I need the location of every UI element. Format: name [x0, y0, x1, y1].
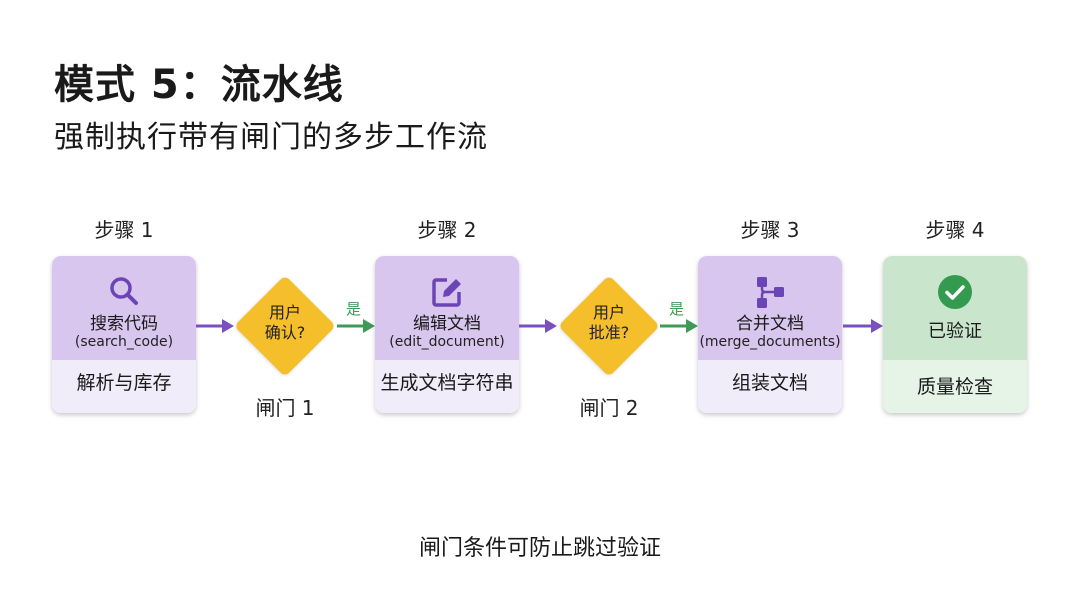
step-3-description: 组装文档 — [698, 360, 842, 413]
page-title: 模式 5：流水线 — [54, 62, 344, 108]
gate-1-line1: 用户 — [268, 303, 301, 322]
gate-2-line2: 批准? — [588, 323, 630, 342]
step-3-card: 合并文档 (merge_documents) 组装文档 — [698, 256, 842, 413]
step-3-code: (merge_documents) — [699, 334, 841, 350]
arrow-step1-to-gate1 — [196, 319, 234, 333]
step-4-description: 质量检查 — [883, 360, 1027, 413]
gate-2-yes-label: 是 — [669, 300, 685, 318]
gate-1-yes-label: 是 — [346, 300, 362, 318]
merge-icon — [757, 277, 784, 308]
arrow-step3-to-step4 — [843, 319, 883, 333]
step-3-label: 步骤 3 — [740, 218, 800, 242]
gate-2-text: 用户 批准? — [557, 303, 661, 343]
step-4-header: 已验证 — [883, 256, 1027, 360]
step-1-code: (search_code) — [74, 334, 174, 350]
gate-2-line1: 用户 — [592, 303, 625, 322]
step-2-description: 生成文档字符串 — [375, 360, 519, 413]
arrow-step2-to-gate2 — [519, 319, 557, 333]
gate-1-text: 用户 确认? — [233, 303, 337, 343]
gate-1-label: 闸门 1 — [255, 396, 315, 420]
gate-2-diamond: 用户 批准? — [557, 274, 661, 378]
arrow-gate2-to-step3 — [660, 319, 698, 333]
step-4-card: 已验证 质量检查 — [883, 256, 1027, 413]
step-2-code: (edit_document) — [389, 334, 505, 350]
search-icon — [110, 277, 138, 305]
edit-icon — [432, 278, 461, 307]
step-1-name: 搜索代码 — [90, 314, 158, 334]
step-4-label: 步骤 4 — [925, 218, 985, 242]
step-4-name: 已验证 — [928, 321, 982, 342]
step-3-header: 合并文档 (merge_documents) — [698, 256, 842, 360]
gate-1-line2: 确认? — [264, 323, 306, 342]
step-1-label: 步骤 1 — [94, 218, 154, 242]
check-circle-icon — [938, 275, 972, 309]
step-2-name: 编辑文档 — [413, 314, 481, 334]
gate-1-diamond: 用户 确认? — [233, 274, 337, 378]
step-2-header: 编辑文档 (edit_document) — [375, 256, 519, 360]
gate-2-label: 闸门 2 — [579, 396, 639, 420]
step-1-header: 搜索代码 (search_code) — [52, 256, 196, 360]
step-2-card: 编辑文档 (edit_document) 生成文档字符串 — [375, 256, 519, 413]
step-1-description: 解析与库存 — [52, 360, 196, 413]
step-3-name: 合并文档 — [736, 314, 804, 334]
arrow-gate1-to-step2 — [337, 319, 375, 333]
footer-note: 闸门条件可防止跳过验证 — [418, 536, 661, 561]
step-1-card: 搜索代码 (search_code) 解析与库存 — [52, 256, 196, 413]
page-subtitle: 强制执行带有闸门的多步工作流 — [54, 120, 488, 155]
step-2-label: 步骤 2 — [417, 218, 477, 242]
